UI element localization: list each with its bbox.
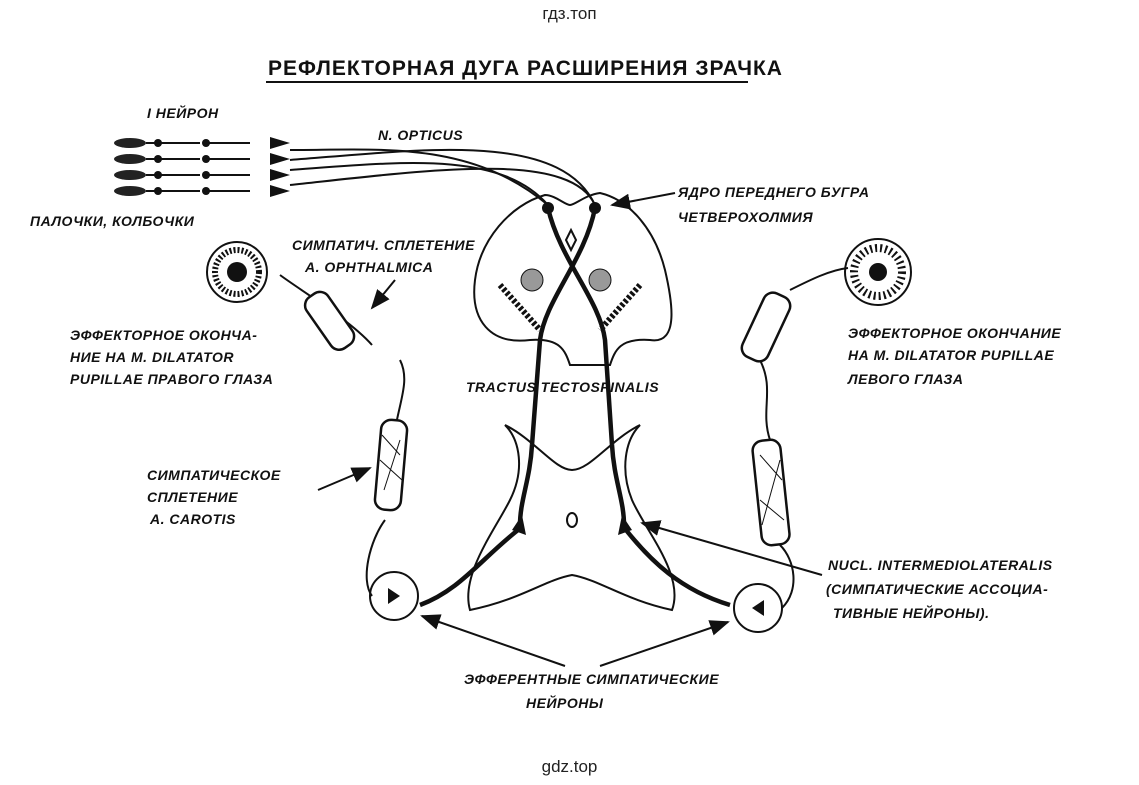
ophthalmic-plexus-left	[740, 291, 792, 363]
label-plexus-carotid-1: СИМПАТИЧЕСКОЕ	[147, 467, 281, 483]
label-receptors: ПАЛОЧКИ, КОЛБОЧКИ	[30, 213, 195, 229]
label-plexus-carotid-2: СПЛЕТЕНИЕ	[147, 489, 238, 505]
eye-left	[844, 238, 912, 306]
label-effector-right-1: ЭФФЕКТОРНОЕ ОКОНЧА-	[70, 327, 257, 343]
label-effector-left-2: НА M. DILATATOR PUPILLAE	[848, 347, 1054, 363]
watermark-bottom: gdz.top	[541, 757, 598, 776]
label-optic-nerve: N. OPTICUS	[378, 127, 463, 143]
carotid-plexus-right	[373, 418, 409, 512]
label-nucl-1: NUCL. INTERMEDIOLATERALIS	[828, 557, 1053, 573]
eye-right	[206, 241, 268, 303]
ophthalmic-plexus-right	[303, 290, 356, 351]
label-efferent-2: НЕЙРОНЫ	[526, 694, 604, 711]
label-plexus-carotid-3: A. CAROTIS	[149, 511, 236, 527]
label-nucleus-1: ЯДРО ПЕРЕДНЕГО БУГРА	[677, 184, 869, 200]
label-effector-right-2: НИЕ НА M. DILATATOR	[70, 349, 234, 365]
label-neuron-1: I НЕЙРОН	[147, 104, 219, 121]
ganglion-right	[369, 571, 419, 621]
photoreceptors	[113, 137, 291, 198]
label-effector-right-3: PUPILLAE ПРАВОГО ГЛАЗА	[70, 371, 273, 387]
label-effector-left-1: ЭФФЕКТОРНОЕ ОКОНЧАНИЕ	[848, 325, 1061, 341]
label-effector-left-3: ЛЕВОГО ГЛАЗА	[847, 371, 964, 387]
label-tract: TRACTUS TECTOSPINALIS	[466, 379, 659, 395]
optic-nerve-fiber	[289, 148, 549, 206]
diagram-title: РЕФЛЕКТОРНАЯ ДУГА РАСШИРЕНИЯ ЗРАЧКА	[268, 57, 783, 80]
label-plexus-ophthalmic-2: A. OPHTHALMICA	[304, 259, 433, 275]
label-efferent-1: ЭФФЕРЕНТНЫЕ СИМПАТИЧЕСКИЕ	[464, 671, 719, 687]
midbrain-section	[473, 191, 673, 366]
watermark-top: гдз.топ	[542, 4, 597, 23]
central-canal	[566, 512, 578, 528]
label-plexus-ophthalmic-1: СИМПАТИЧ. СПЛЕТЕНИЕ	[292, 237, 475, 253]
label-nucleus-2: ЧЕТВЕРОХОЛМИЯ	[678, 209, 813, 225]
label-nucl-2: (СИМПАТИЧЕСКИЕ АССОЦИА-	[826, 581, 1048, 597]
spinal-cord-section	[467, 424, 676, 612]
label-nucl-3: ТИВНЫЕ НЕЙРОНЫ).	[833, 604, 989, 621]
